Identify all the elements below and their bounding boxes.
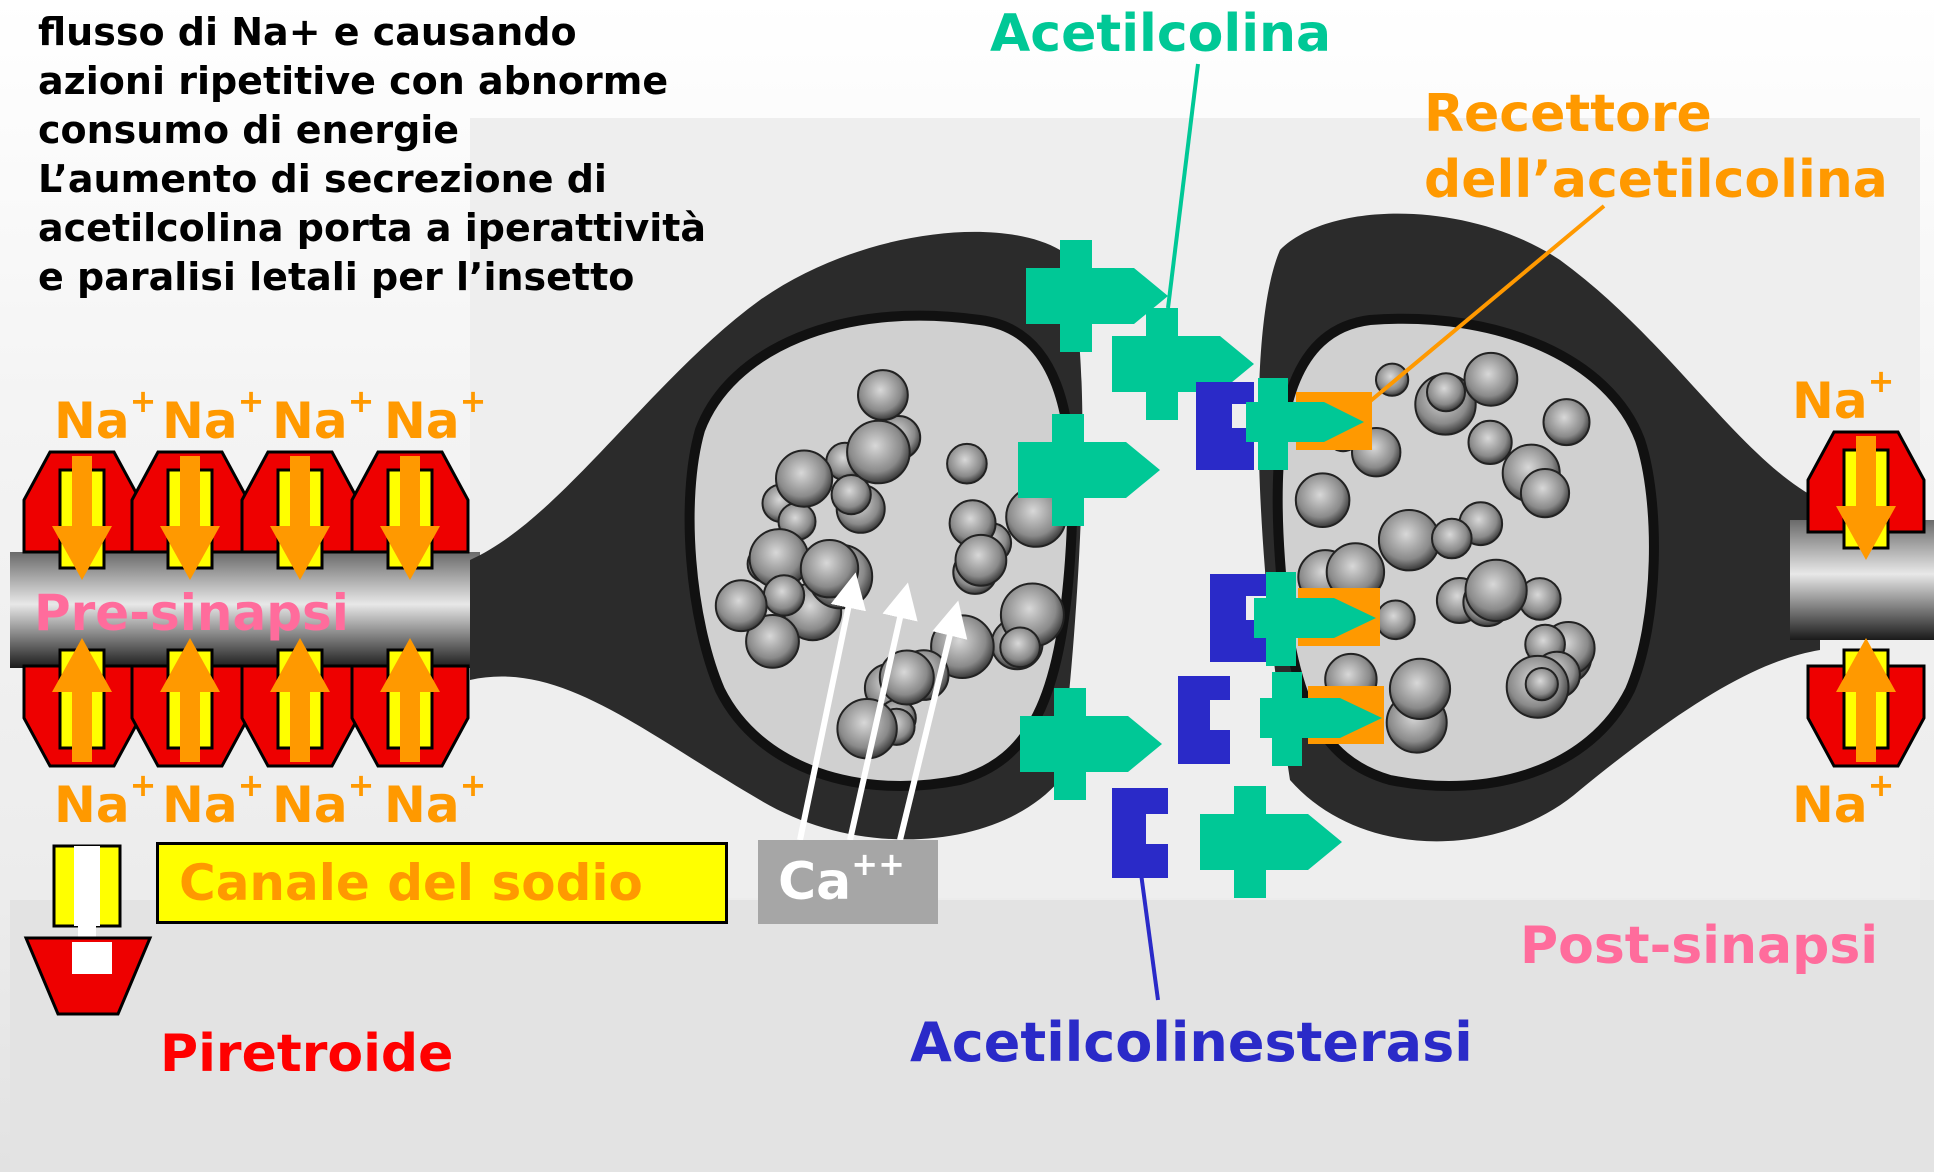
legend-sodium-channel <box>52 844 122 940</box>
sodium-channels-lower <box>22 638 470 768</box>
sodium-channel <box>350 638 470 768</box>
acetilcolina-pointer <box>1166 63 1200 309</box>
intro-line: flusso di Na+ e causando <box>38 10 577 54</box>
na-ion-label: Na+ <box>384 766 487 834</box>
vesicle <box>836 698 898 760</box>
vesicle <box>1467 419 1513 465</box>
vesicle <box>799 539 860 599</box>
sodium-channel <box>240 638 360 768</box>
sodium-channel <box>130 638 250 768</box>
vesicle <box>830 474 872 516</box>
bound-acetylcholine <box>1260 672 1382 766</box>
background-lower <box>10 900 1934 1172</box>
na-ion-label: Na+ <box>162 766 265 834</box>
vesicle <box>1375 599 1416 641</box>
recettore-pointer <box>1360 204 1606 410</box>
sodium-channel <box>22 638 142 768</box>
acetylcholine-molecule <box>1026 240 1168 352</box>
vesicle <box>999 626 1041 669</box>
vesicle <box>1431 517 1473 560</box>
recettore-label-line1: Recettore <box>1424 84 1712 144</box>
intro-line: e paralisi letali per l’insetto <box>38 255 635 299</box>
canale-del-sodio-label: Canale del sodio <box>156 842 728 924</box>
sodium-channel <box>22 450 142 580</box>
vesicle <box>954 533 1008 587</box>
sodium-channels-right <box>1806 430 1926 768</box>
sodium-channels-upper <box>22 450 470 580</box>
acetylcholine-molecule <box>1200 786 1342 898</box>
na-ion-label: Na+ <box>54 766 157 834</box>
vesicle <box>1463 351 1519 407</box>
vesicle <box>846 419 911 485</box>
piretroide-label: Piretroide <box>160 1024 454 1084</box>
pre-sinapsi-label: Pre-sinapsi <box>34 584 349 642</box>
na-ion-label: Na+ <box>272 382 375 450</box>
vesicle <box>714 579 768 633</box>
na-ion-label: Na+ <box>162 382 265 450</box>
vesicle <box>1377 509 1441 572</box>
na-ion-label: Na+ <box>384 382 487 450</box>
intro-line: consumo di energie <box>38 108 460 152</box>
intro-line: acetilcolina porta a iperattività <box>38 206 707 250</box>
presynaptic-vesicles <box>714 369 1067 760</box>
esterase-block <box>1178 676 1230 764</box>
calcium-influx-arrows <box>797 572 968 841</box>
intro-text: flusso di Na+ e causando azioni ripetiti… <box>38 8 706 302</box>
na-ion-label: Na+ <box>272 766 375 834</box>
acetylcholine-molecule <box>1020 688 1162 800</box>
bound-acetylcholine <box>1246 378 1364 470</box>
vesicle <box>946 442 988 485</box>
vesicle <box>857 369 909 421</box>
na-ion-label: Na+ <box>54 382 157 450</box>
acetilcolinesterasi-label: Acetilcolinesterasi <box>910 1011 1473 1074</box>
vesicle <box>1294 472 1351 529</box>
post-sinapsi-label: Post-sinapsi <box>1520 916 1879 976</box>
acetylcholine-molecules <box>1018 240 1342 898</box>
vesicle <box>1524 667 1559 702</box>
vesicle <box>1542 398 1591 447</box>
sodium-channel <box>1806 638 1926 768</box>
vesicle <box>775 449 834 508</box>
na-ion-label: Na+ <box>1792 766 1895 834</box>
receptors <box>1246 378 1384 766</box>
sodium-channel <box>240 450 360 580</box>
esterase-block <box>1196 382 1254 470</box>
na-ion-label: Na+ <box>1792 362 1895 430</box>
esterase-block <box>1112 788 1168 878</box>
vesicle <box>1426 372 1466 413</box>
acetilcolina-label: Acetilcolina <box>990 4 1332 64</box>
legend-pyrethroid <box>23 936 153 1016</box>
sodium-channel <box>130 450 250 580</box>
intro-line: azioni ripetitive con abnorme <box>38 59 669 103</box>
vesicle <box>1464 558 1528 623</box>
intro-line: L’aumento di secrezione di <box>38 157 607 201</box>
vesicle <box>762 574 806 617</box>
acetilcolinesterasi-pointer <box>1138 865 1160 1001</box>
sodium-channel <box>350 450 470 580</box>
vesicle <box>878 649 935 706</box>
vesicle <box>1388 657 1452 721</box>
sodium-channel <box>1806 430 1926 560</box>
bound-acetylcholine <box>1254 572 1376 666</box>
recettore-label-line2: dell’acetilcolina <box>1424 150 1888 210</box>
acetylcholine-molecule <box>1018 414 1160 526</box>
vesicle <box>745 614 800 669</box>
esterase-block <box>1210 574 1268 662</box>
calcium-label: Ca++ <box>758 840 938 924</box>
acetylcholinesterase-enzymes <box>1112 382 1268 878</box>
vesicle <box>1519 468 1571 519</box>
